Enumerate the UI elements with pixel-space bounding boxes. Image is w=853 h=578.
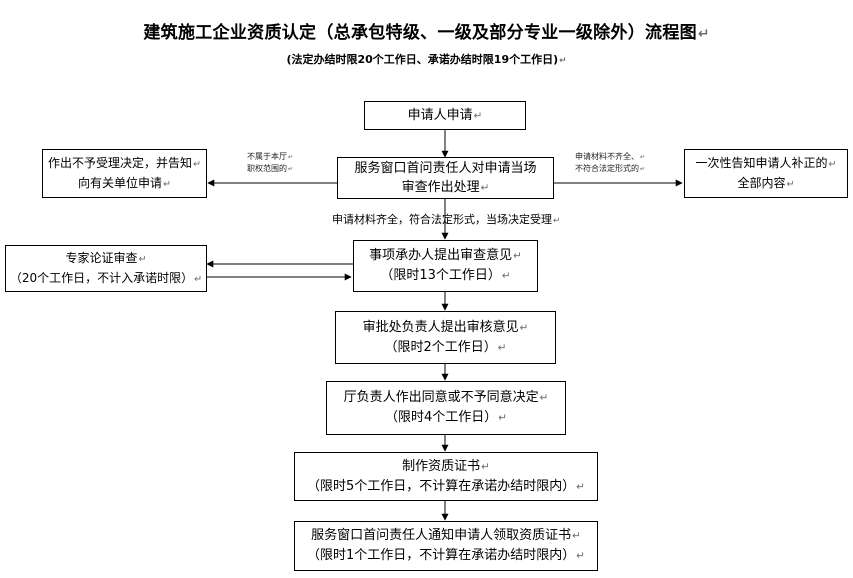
paragraph-mark-icon: ↵ (519, 321, 529, 334)
notify-line2: （限时1个工作日，不计算在承诺办结时限内）↵ (307, 548, 585, 563)
reject-line1: 作出不予受理决定，并告知↵ (47, 155, 202, 170)
opinion-line1: 事项承办人提出审查意见↵ (369, 248, 522, 263)
page-subtitle: (法定办结时限20个工作日、承诺办结时限19个工作日)↵ (286, 53, 567, 66)
paragraph-mark-icon: ↵ (640, 153, 646, 161)
apply-box: 申请人申请↵ (364, 101, 526, 130)
certificate-box: 制作资质证书↵ （限时5个工作日，不计算在承诺办结时限内）↵ (294, 452, 598, 501)
paragraph-mark-icon: ↵ (138, 253, 147, 265)
expert-line1: 专家论证审查↵ (65, 250, 147, 265)
note-left-line1: 不属于本厅↵ (247, 152, 294, 161)
window-review-box: 服务窗口首问责任人对申请当场 审查作出处理↵ (337, 157, 554, 199)
paragraph-mark-icon: ↵ (497, 341, 507, 354)
note-left-line2: 职权范围的↵ (247, 164, 294, 173)
paragraph-mark-icon: ↵ (513, 250, 522, 262)
paragraph-mark-icon: ↵ (480, 181, 490, 194)
paragraph-mark-icon: ↵ (539, 392, 549, 404)
paragraph-mark-icon: ↵ (640, 165, 646, 173)
paragraph-mark-icon: ↵ (288, 153, 294, 161)
paragraph-mark-icon: ↵ (481, 460, 490, 473)
notify-box: 服务窗口首问责任人通知申请人领取资质证书↵ （限时1个工作日，不计算在承诺办结时… (294, 521, 598, 571)
paragraph-mark-icon: ↵ (288, 165, 294, 173)
paragraph-mark-icon: ↵ (473, 109, 483, 122)
supplement-line2: 全部内容↵ (737, 175, 795, 190)
decision-box: 厅负责人作出同意或不予同意决定↵ （限时4个工作日）↵ (326, 381, 566, 435)
paragraph-mark-icon: ↵ (194, 273, 203, 285)
paragraph-mark-icon: ↵ (559, 56, 567, 66)
supplement-box: 一次性告知申请人补正的↵ 全部内容↵ (684, 149, 848, 198)
note-right-line1: 申请材料不齐全、↵ (575, 152, 646, 161)
paragraph-mark-icon: ↵ (572, 530, 581, 542)
certificate-line2: （限时5个工作日，不计算在承诺办结时限内）↵ (307, 478, 585, 494)
decision-line1: 厅负责人作出同意或不予同意决定↵ (343, 390, 549, 405)
paragraph-mark-icon: ↵ (501, 270, 511, 282)
page-title: 建筑施工企业资质认定（总承包特级、一级及部分专业一级除外）流程图↵ (143, 23, 710, 43)
supplement-line1: 一次性告知申请人补正的↵ (695, 155, 837, 170)
reject-line2: 向有关单位申请↵ (77, 175, 172, 190)
note-incomplete-materials: 申请材料不齐全、↵ 不符合法定形式的↵ (575, 151, 685, 175)
expert-line2: （20个工作日，不计入承诺时限）↵ (9, 270, 203, 285)
paragraph-mark-icon: ↵ (786, 178, 795, 190)
expert-box: 专家论证审查↵ （20个工作日，不计入承诺时限）↵ (5, 245, 207, 292)
paragraph-mark-icon: ↵ (498, 412, 507, 424)
paragraph-mark-icon: ↵ (553, 216, 561, 226)
paragraph-mark-icon: ↵ (192, 158, 202, 170)
decision-line2: （限时4个工作日）↵ (385, 410, 507, 425)
apply-label: 申请人申请↵ (407, 107, 483, 123)
note-accept-condition: 申请材料齐全，符合法定形式，当场决定受理↵ (332, 213, 561, 226)
notify-line1: 服务窗口首问责任人通知申请人领取资质证书↵ (311, 528, 581, 543)
window-review-line1: 服务窗口首问责任人对申请当场 (354, 160, 537, 176)
review-line2: （限时2个工作日）↵ (384, 339, 507, 355)
certificate-line1: 制作资质证书↵ (402, 458, 490, 474)
paragraph-mark-icon: ↵ (576, 550, 585, 562)
reject-box: 作出不予受理决定，并告知↵ 向有关单位申请↵ (42, 149, 207, 198)
window-review-line2: 审查作出处理↵ (401, 179, 490, 195)
paragraph-mark-icon: ↵ (576, 480, 585, 493)
paragraph-mark-icon: ↵ (162, 178, 172, 190)
review-box: 审批处负责人提出审核意见↵ （限时2个工作日）↵ (335, 311, 556, 364)
note-not-in-jurisdiction: 不属于本厅↵ 职权范围的↵ (247, 151, 337, 175)
paragraph-mark-icon: ↵ (828, 158, 837, 170)
note-right-line2: 不符合法定形式的↵ (575, 164, 646, 173)
opinion-line2: （限时13个工作日）↵ (380, 268, 511, 283)
opinion-box: 事项承办人提出审查意见↵ （限时13个工作日）↵ (353, 240, 538, 292)
paragraph-mark-icon: ↵ (697, 26, 710, 42)
review-line1: 审批处负责人提出审核意见↵ (362, 319, 529, 335)
